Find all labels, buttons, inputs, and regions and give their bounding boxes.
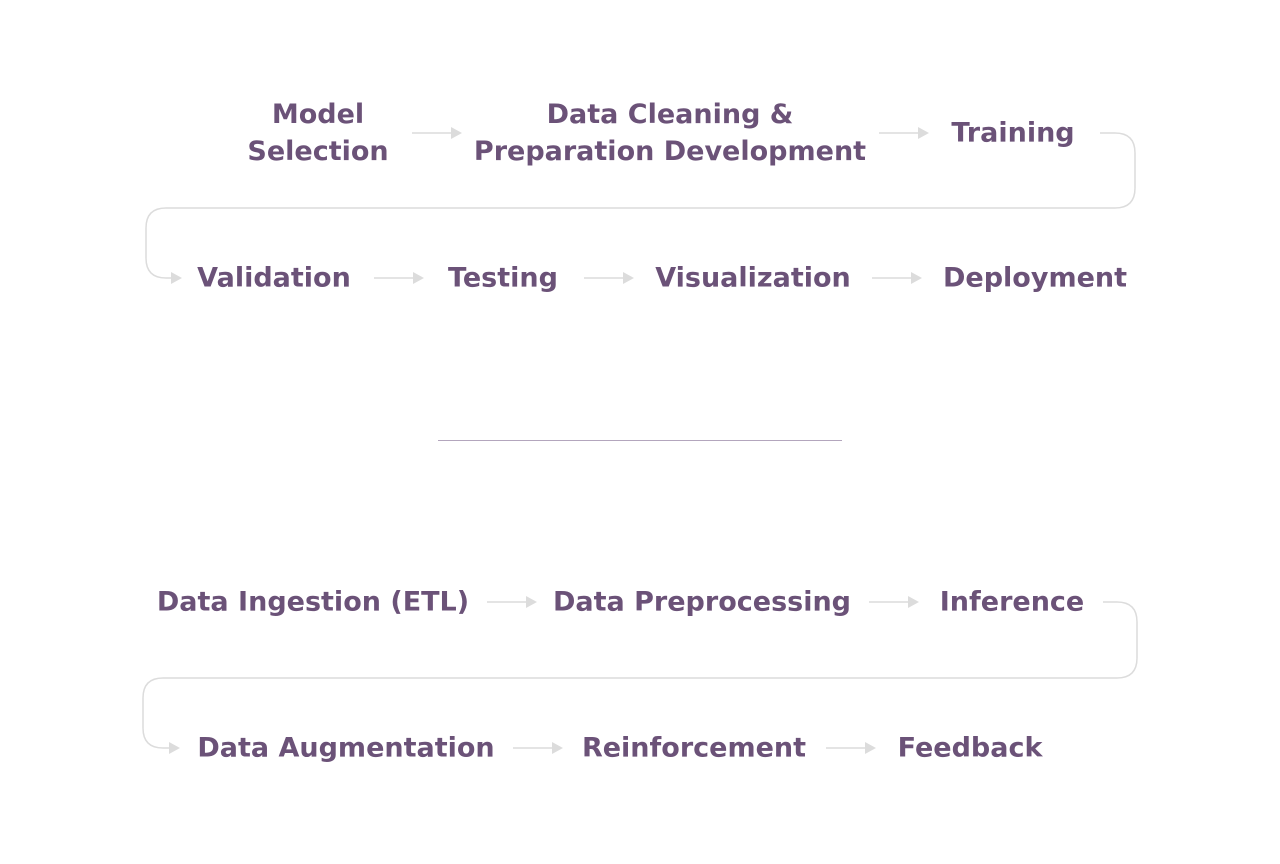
arrowhead-icon (413, 272, 424, 284)
node-label-line: Preparation Development (473, 136, 867, 167)
arrowhead-icon (908, 596, 919, 608)
node-label-line: Validation (197, 262, 351, 294)
node-label-line: Data Augmentation (197, 732, 495, 764)
arrowhead-icon (623, 272, 634, 284)
node-label-line: Feedback (897, 732, 1043, 764)
section-divider (438, 440, 842, 441)
arrowhead-icon (911, 272, 922, 284)
node-visualization: Visualization (655, 260, 851, 297)
node-deployment: Deployment (943, 260, 1127, 297)
node-label-line: Selection (247, 136, 389, 167)
node-data-preprocessing: Data Preprocessing (553, 584, 851, 621)
node-label-line: Testing (448, 262, 558, 294)
node-label-line: Inference (939, 586, 1085, 618)
arrowhead-icon (526, 596, 537, 608)
node-testing: Testing (448, 260, 558, 297)
node-label-line: Reinforcement (581, 732, 807, 764)
arrowhead-icon (918, 127, 929, 139)
node-reinforcement: Reinforcement (582, 730, 806, 767)
arrowhead-icon (552, 742, 563, 754)
arrowhead-icon (169, 742, 180, 754)
wrap-connector-2 (142, 601, 1138, 749)
node-data-ingestion: Data Ingestion (ETL) (157, 584, 469, 621)
node-data-cleaning: Data Cleaning & Preparation Development (474, 96, 866, 170)
node-label-line: Visualization (655, 262, 851, 294)
node-feedback: Feedback (898, 730, 1043, 767)
node-label-line: Data Cleaning & (546, 99, 794, 130)
arrowhead-icon (865, 742, 876, 754)
arrowhead-icon (171, 272, 182, 284)
node-label-line: Training (951, 117, 1075, 149)
node-label-line: Deployment (942, 262, 1128, 294)
node-label-line: Model (271, 99, 365, 130)
node-data-augmentation: Data Augmentation (197, 730, 494, 767)
arrowhead-icon (451, 127, 462, 139)
wrap-connector-1 (145, 132, 1136, 279)
node-validation: Validation (197, 260, 351, 297)
node-label-line: Data Preprocessing (552, 586, 852, 618)
node-label-line: Data Ingestion (ETL) (156, 586, 470, 618)
node-model-selection: Model Selection (247, 96, 388, 170)
node-inference: Inference (940, 584, 1085, 621)
node-training: Training (951, 115, 1074, 152)
